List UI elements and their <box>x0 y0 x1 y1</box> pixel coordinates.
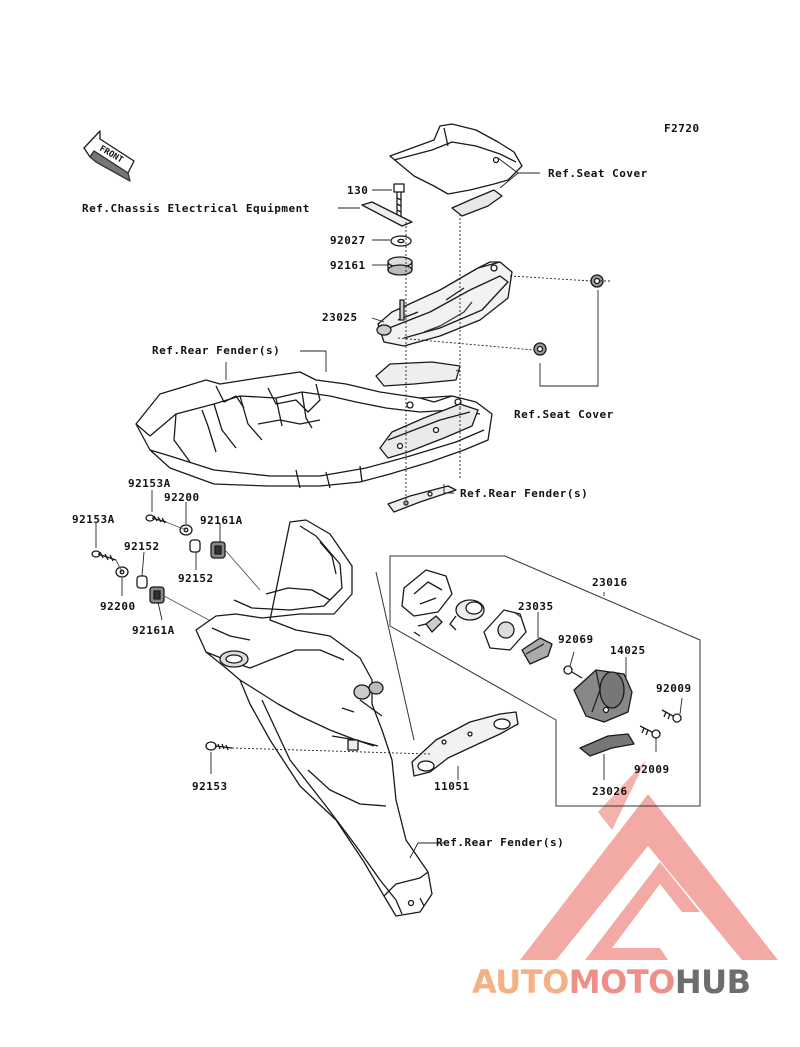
screw-92009-a <box>661 709 682 723</box>
part-label-92152-lower[interactable]: 92152 <box>124 540 160 553</box>
part-label-92069[interactable]: 92069 <box>558 633 594 646</box>
part-label-92009-a[interactable]: 92009 <box>656 682 692 695</box>
part-label-92161[interactable]: 92161 <box>330 259 366 272</box>
damper-92161a-lower <box>149 586 165 604</box>
watermark-logo <box>520 760 778 960</box>
part-label-92200-lower[interactable]: 92200 <box>100 600 136 613</box>
seat-cover-reference-part <box>389 123 523 217</box>
part-label-92009-b[interactable]: 92009 <box>634 763 670 776</box>
part-label-130[interactable]: 130 <box>347 184 369 197</box>
part-label-92161a-lower[interactable]: 92161A <box>132 624 175 637</box>
leader-lines <box>95 157 683 859</box>
connector-clip <box>521 637 553 665</box>
part-label-92153[interactable]: 92153 <box>192 780 228 793</box>
grommet-92161 <box>387 256 413 276</box>
washer-92027 <box>390 235 412 247</box>
figure-code: F2720 <box>664 122 700 135</box>
part-label-14025[interactable]: 14025 <box>610 644 646 657</box>
screw-92009-b <box>639 725 661 739</box>
screw-92069 <box>563 665 583 679</box>
damper-92161a-upper <box>210 541 226 559</box>
part-label-92153a-lower[interactable]: 92153A <box>72 513 115 526</box>
watermark-part-auto: AUTO <box>472 963 569 1001</box>
part-label-92200-upper[interactable]: 92200 <box>164 491 200 504</box>
lamp-housing <box>401 569 453 637</box>
ref-chassis-electrical[interactable]: Ref.Chassis Electrical Equipment <box>82 202 310 215</box>
ref-seat-cover-top[interactable]: Ref.Seat Cover <box>548 167 648 180</box>
part-label-11051[interactable]: 11051 <box>434 780 470 793</box>
collar-92152-upper <box>189 539 201 553</box>
part-label-23035[interactable]: 23035 <box>518 600 554 613</box>
license-lamp-assembly <box>375 555 701 807</box>
bracket-plate <box>361 201 413 227</box>
damper-right-lower <box>533 342 547 356</box>
lamp-cover-14025 <box>573 669 633 723</box>
rear-fender-tray <box>135 371 493 489</box>
pad-piece <box>375 361 461 387</box>
gasket-23026 <box>579 733 635 757</box>
part-label-92153a-upper[interactable]: 92153A <box>128 477 171 490</box>
watermark-part-moto: MOTO <box>568 963 676 1001</box>
ref-rear-fender-2[interactable]: Ref.Rear Fender(s) <box>460 487 589 500</box>
screw-92153a-upper <box>145 514 167 524</box>
lens-23035 <box>483 609 527 651</box>
ref-rear-fender-3[interactable]: Ref.Rear Fender(s) <box>436 836 565 849</box>
watermark-part-hub: HUB <box>674 963 751 1001</box>
part-label-92152-upper[interactable]: 92152 <box>178 572 214 585</box>
rear-fender-lower <box>195 519 433 917</box>
part-label-23016[interactable]: 23016 <box>592 576 628 589</box>
collar-92152-lower <box>136 575 148 589</box>
ref-seat-cover-mid[interactable]: Ref.Seat Cover <box>514 408 614 421</box>
front-arrow-icon: FRONT <box>83 130 135 182</box>
part-label-23025[interactable]: 23025 <box>322 311 358 324</box>
fender-mount-block <box>379 403 479 459</box>
part-label-23026[interactable]: 23026 <box>592 785 628 798</box>
ref-rear-fender-1[interactable]: Ref.Rear Fender(s) <box>152 344 281 357</box>
watermark-text: AUTOMOTOHUB <box>472 962 751 1002</box>
part-label-92027[interactable]: 92027 <box>330 234 366 247</box>
bracket-23025 <box>376 261 513 347</box>
screw-92153a-lower <box>91 550 117 562</box>
part-label-92161a-upper[interactable]: 92161A <box>200 514 243 527</box>
fender-clip-plate <box>387 485 457 513</box>
license-bracket-11051 <box>411 711 519 777</box>
screw-92153 <box>205 741 233 751</box>
bulb-socket <box>449 599 485 631</box>
